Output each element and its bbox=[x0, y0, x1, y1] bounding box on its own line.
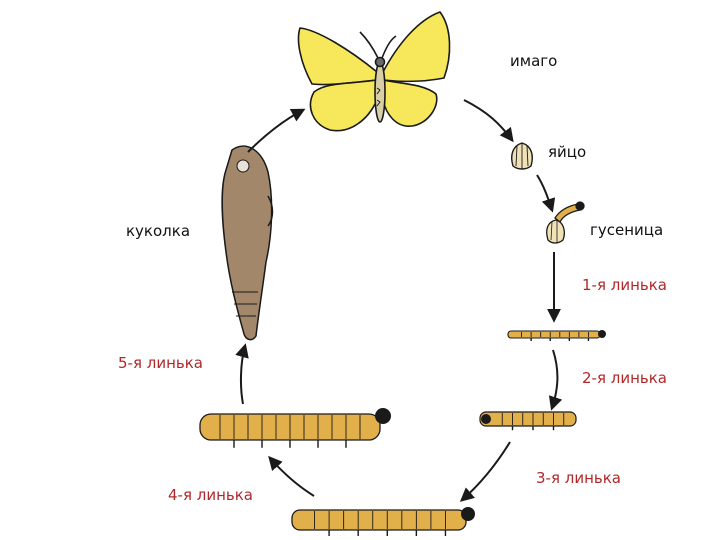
left-antenna bbox=[359, 31, 379, 59]
label-molt-3: 3-я линька bbox=[536, 469, 621, 487]
label-egg: яйцо bbox=[548, 143, 587, 161]
right-antenna bbox=[381, 35, 397, 59]
left-hindwing bbox=[309, 79, 378, 132]
label-pupa: куколка bbox=[126, 222, 191, 240]
larva-instar-2 bbox=[479, 411, 577, 427]
butterfly-imago-illustration bbox=[297, 11, 451, 132]
larva-segments bbox=[219, 332, 590, 536]
arrow-egg-to-caterpillar bbox=[536, 174, 556, 213]
label-molt-2: 2-я линька bbox=[582, 369, 667, 387]
right-forewing bbox=[382, 11, 451, 83]
label-imago: имаго bbox=[510, 52, 558, 70]
arrow-imago-to-egg bbox=[463, 99, 514, 143]
label-molt-1: 1-я линька bbox=[582, 276, 667, 294]
right-hindwing bbox=[382, 79, 438, 127]
arrow-pupa-to-imago bbox=[247, 108, 306, 153]
larva-instar-1 bbox=[507, 330, 606, 339]
arrow-molt4-to-pupa bbox=[235, 343, 249, 405]
hatching-caterpillar-illustration bbox=[546, 201, 585, 244]
butterfly-body bbox=[374, 61, 386, 123]
label-molt-4: 4-я линька bbox=[168, 486, 253, 504]
arrow-molt1-to-molt2 bbox=[548, 349, 563, 411]
label-molt-5: 5-я линька bbox=[118, 354, 203, 372]
arrow-molt2-to-molt3 bbox=[459, 441, 511, 502]
larva-instar-4 bbox=[199, 408, 391, 441]
cycle-arrows bbox=[235, 99, 563, 502]
larva-instar-3 bbox=[291, 507, 475, 531]
arrow-molt3-to-molt4 bbox=[268, 455, 315, 497]
label-caterpillar: гусеница bbox=[590, 221, 664, 239]
left-forewing bbox=[297, 27, 378, 86]
egg-illustration bbox=[511, 142, 533, 170]
pupa-illustration bbox=[221, 145, 274, 341]
